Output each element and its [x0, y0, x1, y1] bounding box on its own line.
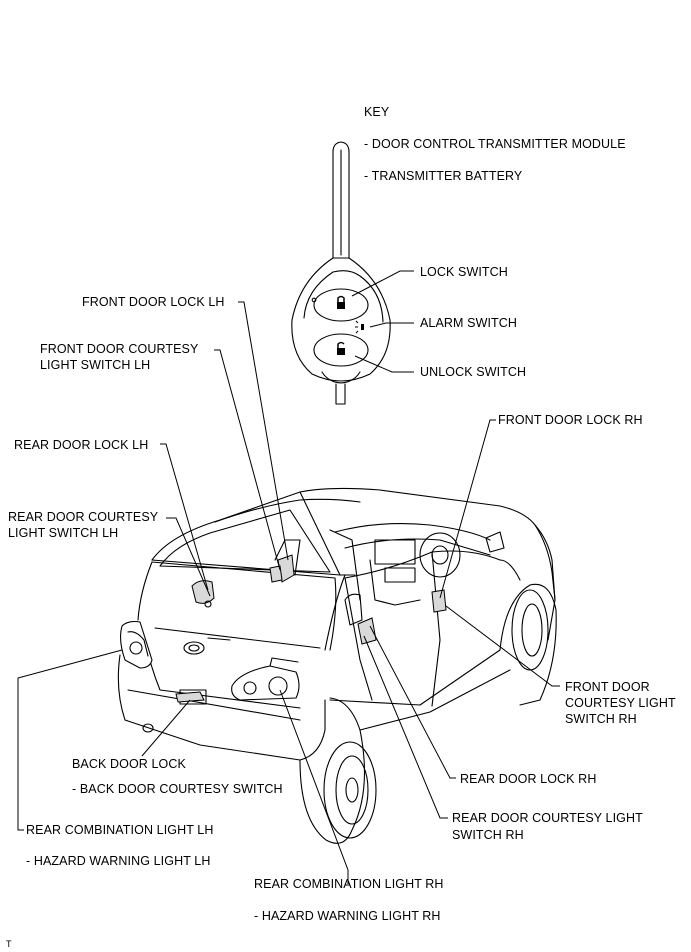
- key-battery-label: - TRANSMITTER BATTERY: [364, 169, 523, 183]
- hazard-warning-light-lh-label: - HAZARD WARNING LIGHT LH: [26, 854, 211, 868]
- key-illustration: [291, 141, 391, 405]
- rear-door-lock-rh-part: [357, 617, 377, 645]
- front-door-courtesy-lh-label-1: FRONT DOOR COURTESY: [40, 342, 199, 356]
- back-door-lock-label: BACK DOOR LOCK: [72, 757, 186, 771]
- rear-door-courtesy-lh-label-1: REAR DOOR COURTESY: [8, 510, 159, 524]
- rear-combination-light-lh-label: REAR COMBINATION LIGHT LH: [26, 823, 214, 837]
- front-door-lock-rh-label: FRONT DOOR LOCK RH: [498, 413, 643, 427]
- rear-door-courtesy-lh-label-2: LIGHT SWITCH LH: [8, 526, 119, 540]
- front-door-courtesy-rh-label-1: FRONT DOOR: [565, 680, 650, 694]
- unlock-icon: [337, 341, 345, 355]
- front-door-courtesy-lh-label-2: LIGHT SWITCH LH: [40, 358, 151, 372]
- back-door-courtesy-label: - BACK DOOR COURTESY SWITCH: [72, 782, 283, 796]
- rear-combination-light-rh-label: REAR COMBINATION LIGHT RH: [254, 877, 444, 891]
- back-door-lock-part: [175, 691, 205, 703]
- rear-door-courtesy-rh-label-2: SWITCH RH: [452, 828, 524, 842]
- hazard-warning-light-rh-label: - HAZARD WARNING LIGHT RH: [254, 909, 441, 923]
- vehicle-illustration: [117, 487, 557, 844]
- key-label: KEY: [364, 105, 390, 119]
- front-door-lock-lh-part: [269, 554, 295, 583]
- alarm-switch-label: ALARM SWITCH: [420, 316, 518, 330]
- rear-door-lock-rh-label: REAR DOOR LOCK RH: [460, 772, 597, 786]
- corner-mark: T: [6, 939, 12, 949]
- front-door-courtesy-rh-label-3: SWITCH RH: [565, 712, 637, 726]
- rear-door-lock-lh-label: REAR DOOR LOCK LH: [14, 438, 149, 452]
- front-door-courtesy-rh-label-2: COURTESY LIGHT: [565, 696, 676, 710]
- lock-switch-label: LOCK SWITCH: [420, 265, 508, 279]
- lock-icon: [337, 295, 345, 309]
- rear-door-lock-lh-part: [191, 580, 215, 608]
- unlock-switch-label: UNLOCK SWITCH: [420, 365, 527, 379]
- key-module-label: - DOOR CONTROL TRANSMITTER MODULE: [364, 137, 626, 151]
- front-door-lock-rh-part: [431, 589, 447, 613]
- rear-door-courtesy-rh-label-1: REAR DOOR COURTESY LIGHT: [452, 811, 643, 825]
- front-door-lock-lh-label: FRONT DOOR LOCK LH: [82, 295, 225, 309]
- leader-lines: [17, 270, 560, 884]
- alarm-icon: [355, 320, 364, 334]
